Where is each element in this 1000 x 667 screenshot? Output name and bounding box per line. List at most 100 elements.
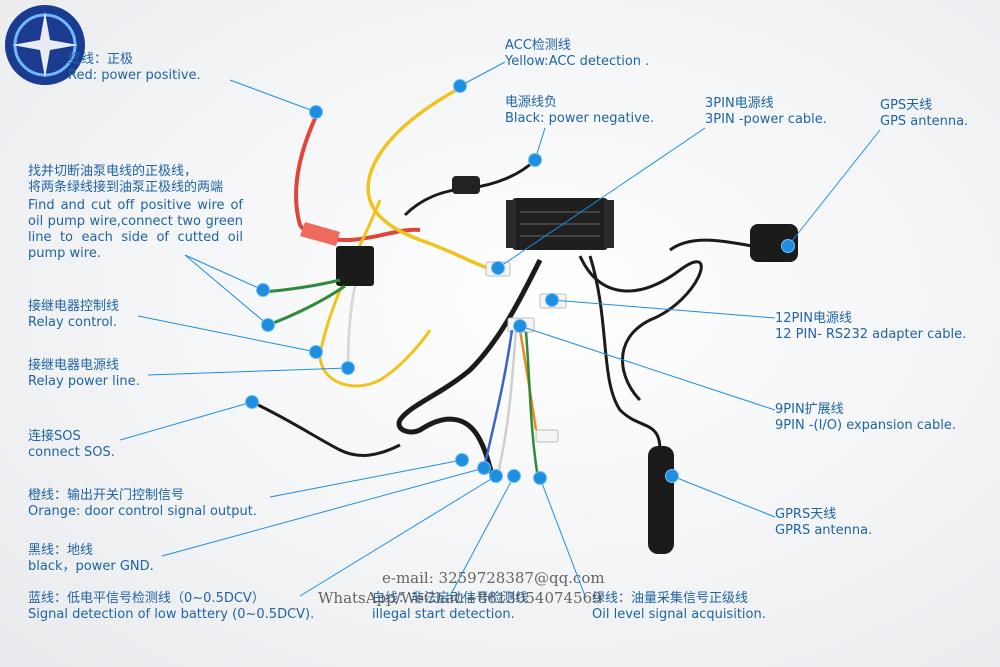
gps-antenna-cable	[578, 255, 703, 402]
sos-wire	[251, 400, 401, 457]
label-white: 白线：非法启动信号检测线 illegal start detection.	[372, 591, 528, 623]
label-12pin: 12PIN电源线 12 PIN- RS232 adapter cable.	[775, 311, 966, 343]
label-zh: GPRS天线	[775, 507, 837, 522]
relay-block	[336, 246, 374, 286]
leader-relay-power	[147, 367, 349, 376]
callout-dot-3pin	[492, 262, 504, 274]
gps-antenna-puck	[750, 224, 798, 262]
label-relay-power: 接继电器电源线 Relay power line.	[28, 358, 140, 390]
label-zh-line1: 找并切断油泵电线的正极线，	[28, 164, 198, 179]
label-zh: 12PIN电源线	[775, 311, 852, 326]
callout-dot-power-positive	[310, 106, 322, 118]
label-zh: GPS天线	[880, 98, 933, 113]
callout-dot-sos	[246, 396, 258, 408]
callout-dot-blue	[490, 470, 502, 482]
label-gnd: 黑线：地线 black，power GND.	[28, 543, 154, 575]
leader-blue	[299, 475, 497, 597]
leader-cutoff-b	[184, 254, 269, 326]
callout-dot-12pin	[546, 294, 558, 306]
label-en: 3PIN -power cable.	[705, 112, 827, 127]
fuse-holder-red	[300, 222, 340, 246]
label-power-positive: 红线：正极 Red: power positive.	[68, 52, 201, 84]
leader-acc	[459, 61, 506, 87]
label-en: Signal detection of low battery (0~0.5DC…	[28, 607, 315, 622]
label-gps: GPS天线 GPS antenna.	[880, 98, 968, 130]
label-9pin: 9PIN扩展线 9PIN -(I/O) expansion cable.	[775, 402, 956, 434]
leader-green	[539, 477, 586, 597]
label-zh: 红线：正极	[68, 52, 134, 67]
connector-extra	[535, 429, 559, 443]
label-en: 12 PIN- RS232 adapter cable.	[775, 327, 967, 342]
callout-dot-green	[534, 472, 546, 484]
white-io-wire	[496, 329, 518, 475]
leader-gnd	[161, 467, 485, 557]
label-acc: ACC检测线 Yellow:ACC detection .	[505, 38, 649, 70]
label-zh: 绿线：油量采集信号正级线	[592, 591, 749, 606]
callout-dot-gps	[782, 240, 794, 252]
green-io-wire	[524, 331, 540, 479]
blue-wire	[482, 329, 514, 469]
label-zh: 黑线：地线	[28, 543, 94, 558]
label-zh: 电源线负	[505, 95, 558, 110]
label-en: Oil level signal acquisition.	[592, 607, 766, 622]
leader-power-positive	[229, 79, 317, 113]
callout-dot-cutoff-a	[257, 284, 269, 296]
label-zh: 9PIN扩展线	[775, 402, 844, 417]
label-gprs: GPRS天线 GPRS antenna.	[775, 507, 872, 539]
label-relay-control: 接继电器控制线 Relay control.	[28, 299, 119, 331]
leader-orange	[269, 459, 463, 498]
label-zh: 连接SOS	[28, 429, 81, 444]
leader-sos	[119, 401, 253, 441]
green-oil-pump-wire-a	[261, 278, 341, 294]
label-en: GPS antenna.	[880, 114, 969, 129]
leader-12pin	[551, 299, 776, 319]
label-orange: 橙线：输出开关门控制信号 Orange: door control signal…	[28, 488, 257, 520]
brand-logo	[5, 5, 85, 85]
gps-puck-cable	[669, 238, 753, 252]
leader-cutoff-a	[184, 254, 264, 291]
label-en: Black: power negative.	[505, 111, 654, 126]
label-zh: 接继电器电源线	[28, 358, 120, 373]
callout-dot-cutoff-b	[262, 319, 274, 331]
label-sos: 连接SOS connect SOS.	[28, 429, 115, 461]
label-zh: 3PIN电源线	[705, 96, 774, 111]
label-en: Orange: door control signal output.	[28, 504, 257, 519]
label-zh: 白线：非法启动信号检测线	[372, 591, 529, 606]
callout-dot-white	[508, 470, 520, 482]
tracker-device-flange	[506, 200, 516, 248]
white-relay-wire	[346, 285, 357, 369]
leader-gprs	[671, 475, 776, 518]
leader-white	[449, 475, 515, 597]
tracker-device-flange-right	[604, 200, 614, 248]
label-en: Yellow:ACC detection .	[505, 54, 650, 69]
callout-dot-gprs	[666, 470, 678, 482]
label-en: 9PIN -(I/O) expansion cable.	[775, 418, 956, 433]
label-green: 绿线：油量采集信号正级线 Oil level signal acquisitio…	[592, 591, 766, 623]
leader-relay-control	[137, 315, 317, 353]
callout-dot-power-negative	[529, 154, 541, 166]
label-zh: ACC检测线	[505, 38, 571, 53]
label-en: illegal start detection.	[372, 607, 515, 622]
leader-3pin	[497, 127, 706, 269]
callout-dot-relay-control	[310, 346, 322, 358]
contact-watermark: e-mail: 3259728387@qq.com WhatsApp/WeCha…	[318, 568, 605, 608]
label-en: Red: power positive.	[68, 68, 201, 83]
label-zh: 接继电器控制线	[28, 299, 120, 314]
callout-dot-relay-power	[342, 362, 354, 374]
callout-dot-acc	[454, 80, 466, 92]
label-zh-line2: 将两条绿线接到油泵正极线的两端	[28, 180, 224, 195]
label-3pin: 3PIN电源线 3PIN -power cable.	[705, 96, 827, 128]
watermark-whatsapp: WhatsApp/WeChat:+8613054074569	[318, 589, 602, 607]
callout-dot-orange	[456, 454, 468, 466]
label-zh: 蓝线：低电平信号检测线（0~0.5DCV）	[28, 591, 265, 606]
watermark-email: e-mail: 3259728387@qq.com	[382, 569, 605, 587]
label-en: GPRS antenna.	[775, 523, 873, 538]
label-blue: 蓝线：低电平信号检测线（0~0.5DCV） Signal detection o…	[28, 591, 314, 623]
inline-fuse	[452, 176, 480, 194]
label-oil-pump-cutoff: 找并切断油泵电线的正极线， 将两条绿线接到油泵正极线的两端 Find and c…	[28, 164, 243, 262]
label-power-negative: 电源线负 Black: power negative.	[505, 95, 654, 127]
label-zh: 橙线：输出开关门控制信号	[28, 488, 185, 503]
